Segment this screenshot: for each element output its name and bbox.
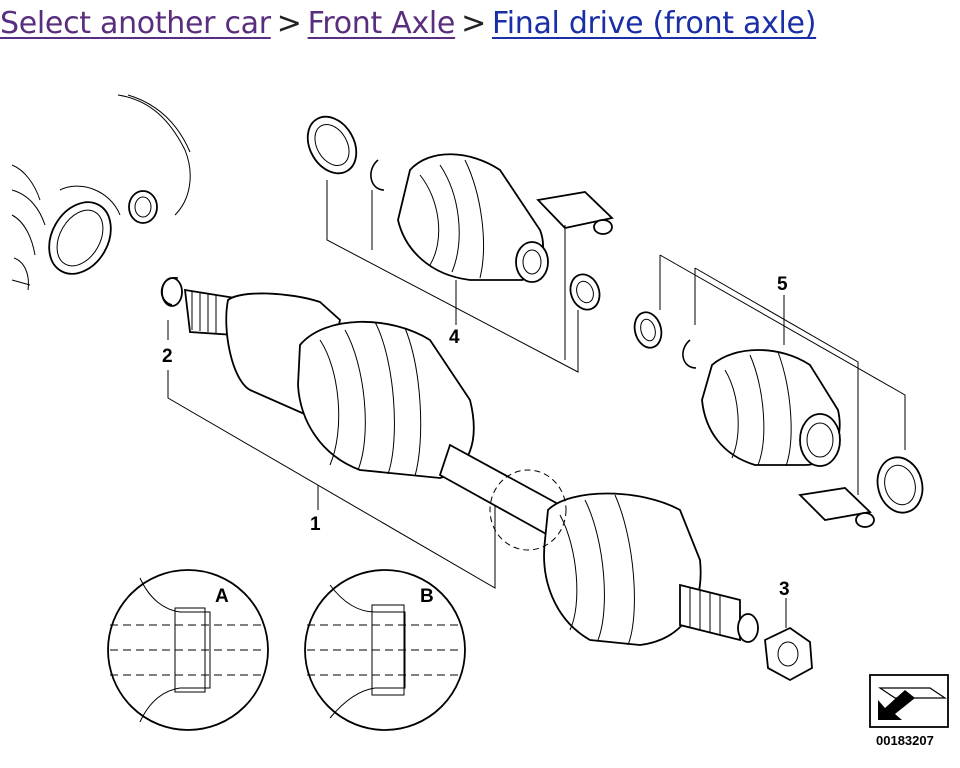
boot-kit-inner [306, 115, 614, 311]
circlip [160, 277, 179, 306]
breadcrumb-separator: > [276, 6, 302, 41]
breadcrumb-link-final-drive[interactable]: Final drive (front axle) [491, 6, 817, 41]
callout-5: 5 [777, 274, 788, 295]
drawing-number: 00183207 [876, 733, 934, 748]
collar-nut [764, 626, 813, 682]
callout-4: 4 [449, 327, 460, 348]
drive-shaft [161, 277, 759, 646]
transmission-housing [11, 94, 191, 291]
boot-kit-outer [633, 311, 924, 528]
callout-1: 1 [310, 514, 321, 535]
callout-2: 2 [162, 346, 173, 367]
detail-b: B [304, 569, 466, 731]
breadcrumb-link-front-axle[interactable]: Front Axle [307, 6, 456, 41]
orientation-arrow-icon [869, 674, 949, 728]
breadcrumb-separator: > [461, 6, 486, 41]
breadcrumb-link-select-car[interactable]: Select another car [0, 6, 271, 41]
breadcrumb: Select another car>Front Axle>Final driv… [0, 6, 816, 50]
detail-label-b: B [420, 586, 434, 607]
callout-3: 3 [779, 579, 790, 600]
detail-a: A [107, 569, 269, 731]
leader-lines [167, 180, 906, 628]
detail-label-a: A [215, 586, 229, 607]
